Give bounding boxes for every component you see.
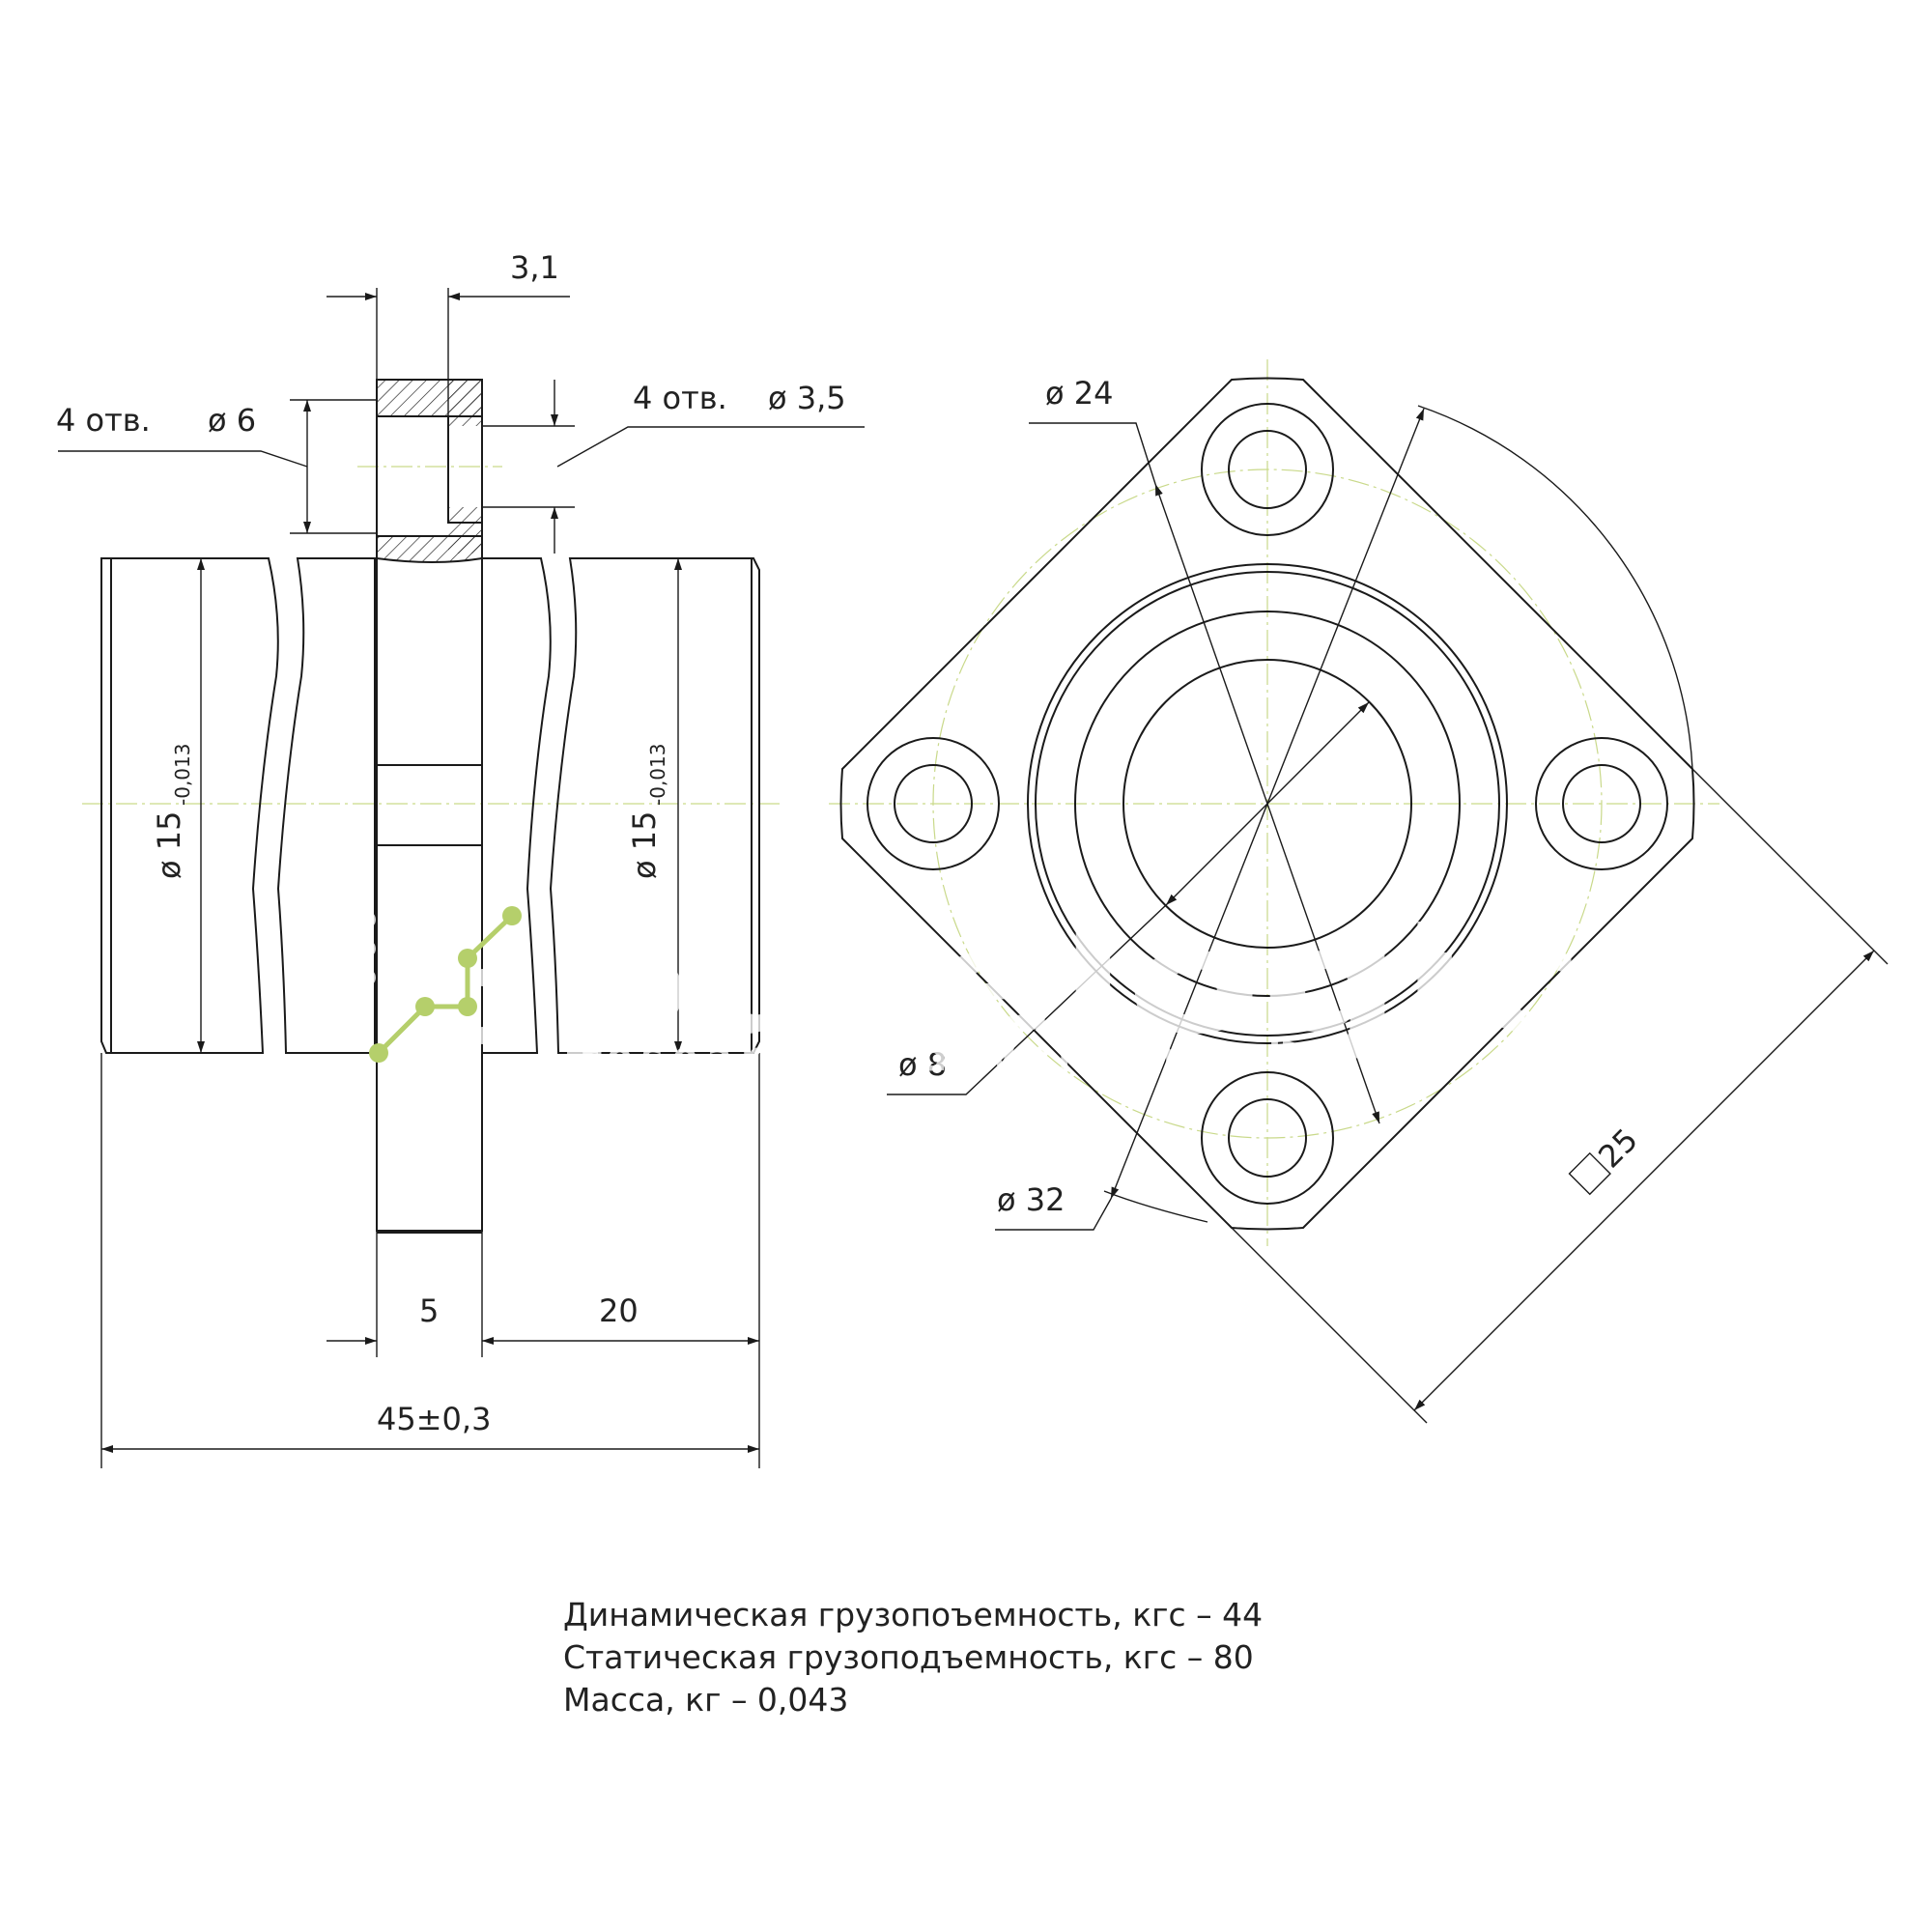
hole-label-left: 4 отв. (56, 402, 151, 439)
watermark-brand: purelogic (551, 898, 1584, 1066)
dim-hole-dia-right: ø 3,5 (768, 380, 846, 416)
spec-mass: Масса, кг – 0,043 (563, 1681, 849, 1719)
watermark: purelogic research & development (358, 898, 1584, 1080)
dim-pcd: ø 24 (1045, 375, 1113, 412)
flange-section (376, 379, 483, 1234)
dim-body-dia-right: ø 15 (626, 811, 663, 879)
hole-label-right: 4 отв. (633, 380, 727, 416)
spec-dynamic-load: Динамическая грузопоъемность, кгс – 44 (563, 1596, 1264, 1634)
dim-bore: ø 8 (898, 1046, 947, 1083)
left-body (100, 557, 376, 1054)
dim-flange-dia: ø 32 (997, 1181, 1065, 1218)
front-view: ø 24 ø 8 ø 32 25 (829, 359, 1889, 1424)
spec-static-load: Статическая грузоподъемность, кгс – 80 (563, 1638, 1254, 1676)
side-view: 3,1 4 отв. ø 6 4 отв. ø 3,5 ø 15 -0,013 … (56, 249, 865, 1468)
dim-square: 25 (1591, 1122, 1645, 1176)
dim-flange-thickness: 3,1 (510, 249, 559, 286)
logo-accent (369, 906, 522, 1063)
watermark-tagline: research & development (580, 1033, 1294, 1080)
spec-notes: Динамическая грузопоъемность, кгс – 44 С… (563, 1594, 1263, 1721)
dim-right-length: 20 (599, 1293, 639, 1329)
flange-outline (839, 377, 1695, 1231)
dim-hole-dia-left: ø 6 (208, 402, 256, 439)
dim-total-length: 45±0,3 (377, 1401, 491, 1437)
dim-body-dia-left-tol: -0,013 (171, 744, 194, 806)
dim-flange-width: 5 (419, 1293, 439, 1329)
right-body (482, 557, 760, 1054)
dim-body-dia-right-tol: -0,013 (646, 744, 669, 806)
logo-mark (358, 911, 492, 1044)
dim-body-dia-left: ø 15 (151, 811, 187, 879)
